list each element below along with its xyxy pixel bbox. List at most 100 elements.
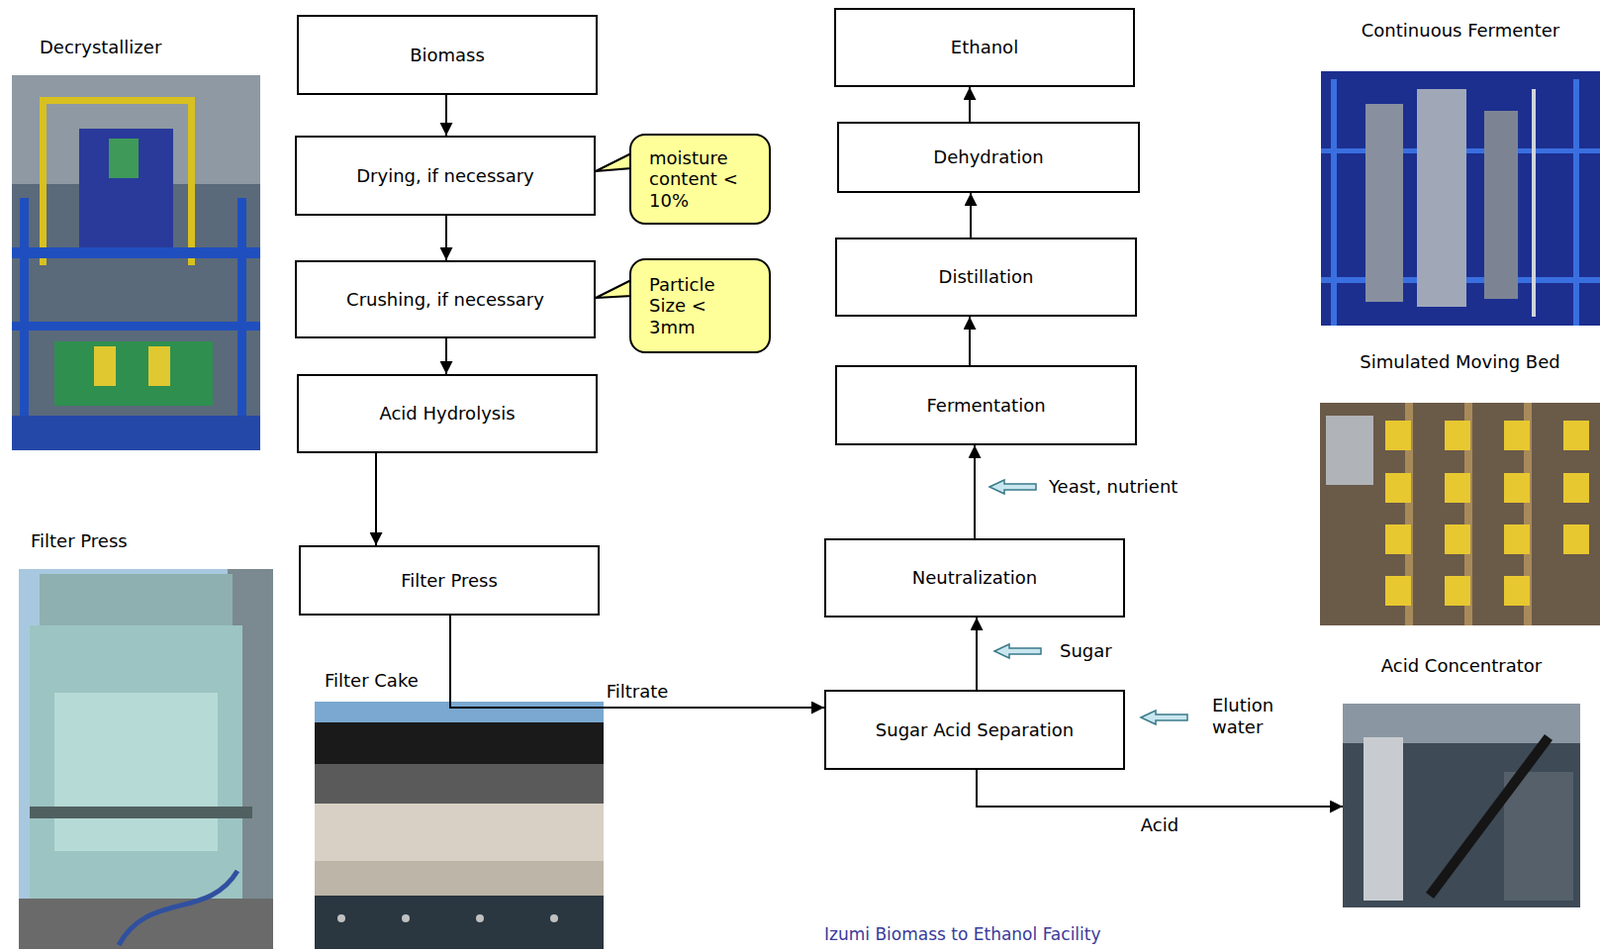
flow-arrow — [975, 617, 978, 690]
flow-arrow — [445, 338, 448, 375]
yellow-guard — [94, 346, 116, 386]
input-label: Sugar — [1059, 640, 1113, 662]
fermenter-column — [1484, 110, 1518, 299]
rivet — [401, 914, 410, 923]
yellow-frame — [188, 96, 195, 266]
callout-bubble: moisture content < 10% — [629, 133, 771, 225]
fermenter-column — [1416, 89, 1467, 307]
blue-frame — [1573, 79, 1580, 326]
photo-panel: Acid Concentrator — [1342, 703, 1581, 908]
pipe — [1429, 737, 1549, 896]
box-text: Filter Press — [400, 569, 498, 592]
fermenter-photo — [1320, 71, 1600, 326]
box-text: Acid Hydrolysis — [378, 402, 515, 425]
input-arrow — [1140, 710, 1188, 725]
input-label: Yeast, nutrient — [1048, 475, 1178, 498]
callout-text: moisture content < 10% — [649, 147, 756, 212]
box-text: Neutralization — [912, 566, 1037, 589]
box-text: Dehydration — [933, 146, 1043, 169]
pipe — [1531, 89, 1536, 317]
edge-label: Filtrate — [603, 680, 672, 703]
valve — [1385, 524, 1412, 555]
process-box: Neutralization — [824, 538, 1126, 618]
photo-ground — [1320, 71, 1600, 326]
acid-concentrator-photo — [1342, 703, 1581, 908]
decrystallizer-photo — [11, 75, 261, 451]
photo-panel: Filter Press — [18, 568, 274, 949]
sky — [314, 701, 604, 949]
rivet — [337, 914, 346, 923]
dark-layer — [314, 722, 604, 764]
photo-panel: Continuous Fermenter — [1320, 71, 1600, 326]
box-text: Sugar Acid Separation — [875, 719, 1074, 742]
photo-caption: Continuous Fermenter — [1320, 19, 1600, 42]
flow-arrow — [976, 769, 1343, 807]
valve — [1504, 472, 1530, 503]
base — [11, 415, 261, 451]
process-box: Distillation — [835, 237, 1137, 317]
box-text: Biomass — [409, 44, 485, 67]
process-box: Ethanol — [834, 7, 1135, 88]
callout-tail — [595, 153, 632, 172]
flow-arrow — [450, 615, 825, 708]
valve — [1385, 420, 1412, 451]
valve — [1504, 524, 1530, 555]
flow-arrow — [968, 316, 971, 366]
valve — [1444, 472, 1471, 503]
callout-bubble: Particle Size < 3mm — [629, 258, 771, 354]
press-body — [29, 625, 243, 903]
green-unit — [108, 138, 139, 179]
flow-arrow — [445, 94, 448, 136]
process-box: Biomass — [296, 14, 598, 95]
valve — [1563, 472, 1590, 503]
valve — [1504, 420, 1530, 451]
press-panel — [54, 692, 218, 851]
process-box: Sugar Acid Separation — [824, 689, 1126, 770]
valve — [1504, 575, 1530, 606]
yellow-guard — [148, 346, 171, 386]
flow-arrow — [969, 192, 972, 238]
photo-ground — [1342, 703, 1581, 908]
input-arrow — [994, 644, 1041, 659]
figure-caption: Izumi Biomass to Ethanol Facility — [824, 924, 1102, 944]
valve — [1385, 575, 1412, 606]
box-text: Distillation — [939, 266, 1035, 288]
equipment — [1504, 771, 1574, 901]
photo-caption: Acid Concentrator — [1342, 655, 1581, 677]
flow-arrow — [968, 87, 971, 122]
input-arrow — [989, 479, 1036, 494]
flow-arrow — [973, 445, 976, 539]
photo-ground — [1319, 402, 1600, 626]
filter-press-photo — [18, 568, 274, 949]
panel — [1325, 415, 1374, 485]
rivet — [550, 914, 559, 923]
valve — [1563, 420, 1590, 451]
input-label: Elution water — [1212, 694, 1296, 738]
process-box: Dehydration — [837, 121, 1140, 193]
filter-cake-photo — [314, 701, 604, 949]
process-box: Fermentation — [835, 365, 1137, 446]
photo-panel: Simulated Moving Bed — [1319, 402, 1600, 626]
smb-photo — [1319, 402, 1600, 626]
blue-beam — [11, 321, 261, 331]
cake-layer — [314, 803, 604, 861]
press-top — [39, 573, 233, 629]
process-box: Crushing, if necessary — [294, 260, 596, 339]
photo-ground — [11, 75, 261, 451]
box-text: Ethanol — [950, 36, 1019, 59]
valve — [1385, 472, 1412, 503]
valve — [1563, 524, 1590, 555]
edge-label: Acid — [1137, 814, 1182, 837]
valve — [1444, 420, 1471, 451]
photo-caption: Filter Press — [30, 530, 128, 553]
flow-arrow — [445, 215, 448, 261]
box-text: Fermentation — [926, 394, 1045, 417]
cloth-layer — [314, 895, 604, 949]
valve — [1444, 524, 1471, 555]
process-box: Acid Hydrolysis — [296, 374, 598, 454]
valve — [1444, 575, 1471, 606]
box-text: Crushing, if necessary — [346, 288, 545, 311]
